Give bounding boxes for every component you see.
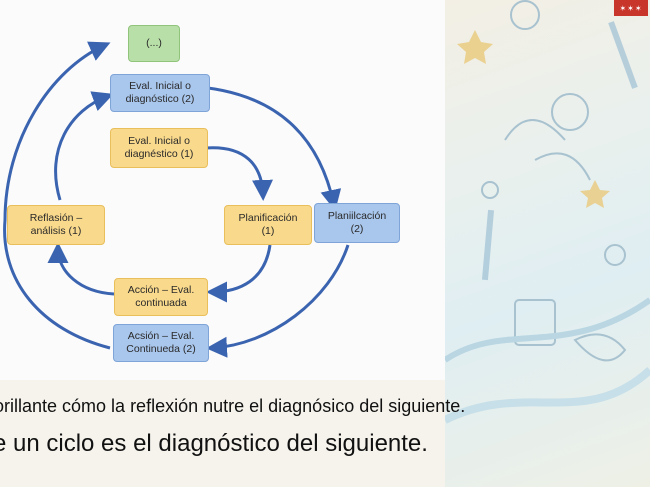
arrow-eval1-to-plan1 xyxy=(204,146,273,201)
logo-badge: ✶✶✶ xyxy=(614,0,648,16)
arrow-reflex-to-eval2 xyxy=(54,91,114,201)
lightbulb-icon xyxy=(510,0,540,30)
star-icon xyxy=(580,180,610,208)
node-next-cycle: (...) xyxy=(128,25,180,62)
arrow-plan1-to-accion1 xyxy=(206,244,272,303)
arrow-eval2-to-plan2 xyxy=(184,84,342,211)
cloud-icon xyxy=(573,333,627,362)
node-reflection-1: Reflasión – análisis (1) xyxy=(7,205,105,245)
lightbulb-icon xyxy=(551,93,589,131)
doodle-illustrations xyxy=(445,0,650,424)
decorative-doodle-background: ✶✶✶ xyxy=(445,0,650,487)
document-icon xyxy=(514,299,556,346)
subtitle-band xyxy=(0,380,445,487)
pencil-icon xyxy=(481,209,495,281)
arrow-accion2-to-outer-left xyxy=(3,41,111,350)
cycle-arrows xyxy=(3,41,350,358)
node-eval-initial-2: Eval. Inicial o diagnóstico (2) xyxy=(110,74,210,112)
arrow-plan2-to-accion2 xyxy=(206,244,350,358)
diagram-slide: (...) Eval. Inicial o diagnóstico (2) Ev… xyxy=(3,25,400,362)
node-action-2: Acsión – Eval. Continueda (2) xyxy=(113,324,209,362)
arrow-accion1-to-reflex xyxy=(47,242,115,296)
node-planning-1: Planificación (1) xyxy=(224,205,312,245)
subtitle-line-2: e un ciclo es el diagnóstico del siguien… xyxy=(0,430,428,457)
pencil-icon xyxy=(608,21,638,89)
star-icon xyxy=(457,30,493,64)
node-action-1: Acción – Eval. continuada xyxy=(114,278,208,316)
node-eval-initial-1: Eval. Inicial o diagnéstico (1) xyxy=(110,128,208,168)
subtitle-line-1: orillante cómo la reflexión nutre el dia… xyxy=(0,396,466,416)
node-planning-2: Planiilcación (2) xyxy=(314,203,400,243)
